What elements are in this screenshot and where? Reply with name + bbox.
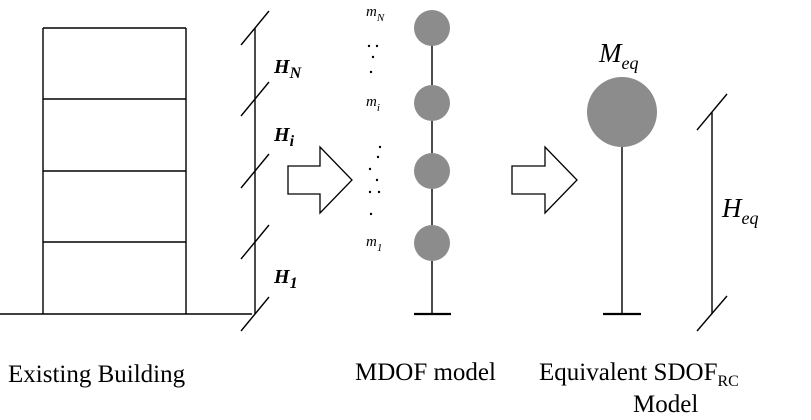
building-frame bbox=[0, 27, 252, 315]
story-height-label-top: HN bbox=[273, 56, 303, 82]
transform-arrow-2 bbox=[511, 145, 578, 215]
mass-node-upper bbox=[414, 85, 450, 121]
dimension-tick bbox=[240, 224, 270, 260]
dot bbox=[375, 44, 379, 48]
existing-building-caption: Existing Building bbox=[8, 361, 186, 388]
dimension-tick bbox=[240, 296, 270, 332]
mass-label-mid: mi bbox=[366, 94, 380, 114]
story-height-labels: HN Hi H1 bbox=[273, 56, 303, 292]
dot bbox=[368, 167, 372, 171]
mass-label-bottom: m1 bbox=[366, 234, 382, 254]
transform-arrow-1 bbox=[287, 145, 353, 215]
ellipsis-dots bbox=[367, 44, 382, 216]
dot bbox=[376, 155, 380, 159]
mass-node-bottom bbox=[414, 225, 450, 261]
dot bbox=[367, 44, 371, 48]
dot bbox=[369, 70, 373, 74]
dot bbox=[368, 190, 372, 194]
dimension-tick bbox=[240, 81, 270, 117]
dimension-tick bbox=[240, 10, 270, 46]
mdof-model-caption: MDOF model bbox=[355, 359, 496, 386]
equivalent-mass-label: Meq bbox=[598, 38, 639, 73]
dot bbox=[369, 212, 373, 216]
story-height-label-bottom: H1 bbox=[273, 266, 298, 292]
mass-label-top: mN bbox=[366, 4, 385, 24]
building-dimension-line bbox=[240, 10, 270, 332]
dimension-tick bbox=[240, 153, 270, 189]
sdof-model-caption: Equivalent SDOFRC bbox=[539, 359, 739, 390]
mass-node-top bbox=[414, 10, 450, 46]
dot bbox=[371, 55, 375, 59]
equivalent-mass-node bbox=[587, 77, 657, 147]
sdof-model-caption-line2: Model bbox=[633, 391, 698, 418]
sdof-dimension-tick bbox=[696, 93, 728, 131]
dot bbox=[375, 178, 379, 182]
equivalent-height-label: Heq bbox=[721, 193, 759, 228]
mass-labels: mN mi m1 bbox=[366, 4, 385, 254]
sdof-dimension-tick bbox=[696, 295, 728, 332]
dot bbox=[378, 145, 382, 149]
sdof-model bbox=[587, 77, 657, 316]
sdof-dimension-line bbox=[696, 93, 728, 332]
mdof-model bbox=[414, 10, 451, 316]
story-height-label-mid: Hi bbox=[273, 124, 295, 150]
mass-node-middle bbox=[414, 153, 450, 189]
dot bbox=[377, 190, 381, 194]
